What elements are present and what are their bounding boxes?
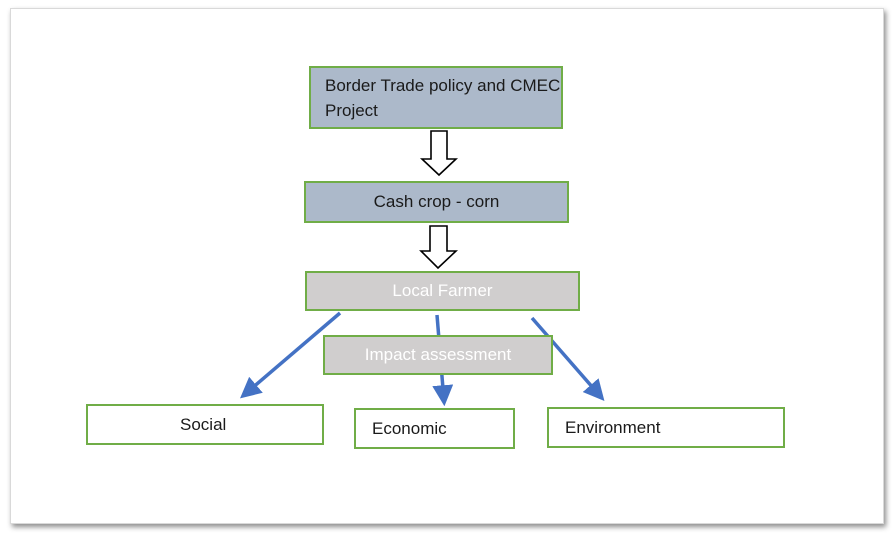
node-cash-crop-label: Cash crop - corn: [373, 192, 500, 211]
node-social-label: Social: [180, 414, 227, 434]
node-economic-label: Economic: [372, 418, 447, 438]
node-social: Social: [86, 404, 324, 445]
node-impact-assessment: Impact assessment: [323, 335, 553, 375]
node-environment-label: Environment: [565, 417, 661, 437]
node-local-farmer-label: Local Farmer: [392, 281, 493, 300]
node-economic: Economic: [354, 408, 515, 449]
node-local-farmer: Local Farmer: [305, 271, 580, 311]
node-border-trade-policy-label: Border Trade policy and CMEC Project: [325, 75, 561, 120]
node-border-trade-policy: Border Trade policy and CMEC Project: [309, 66, 563, 129]
node-impact-assessment-label: Impact assessment: [364, 345, 512, 364]
node-cash-crop: Cash crop - corn: [304, 181, 569, 223]
node-environment: Environment: [547, 407, 785, 448]
